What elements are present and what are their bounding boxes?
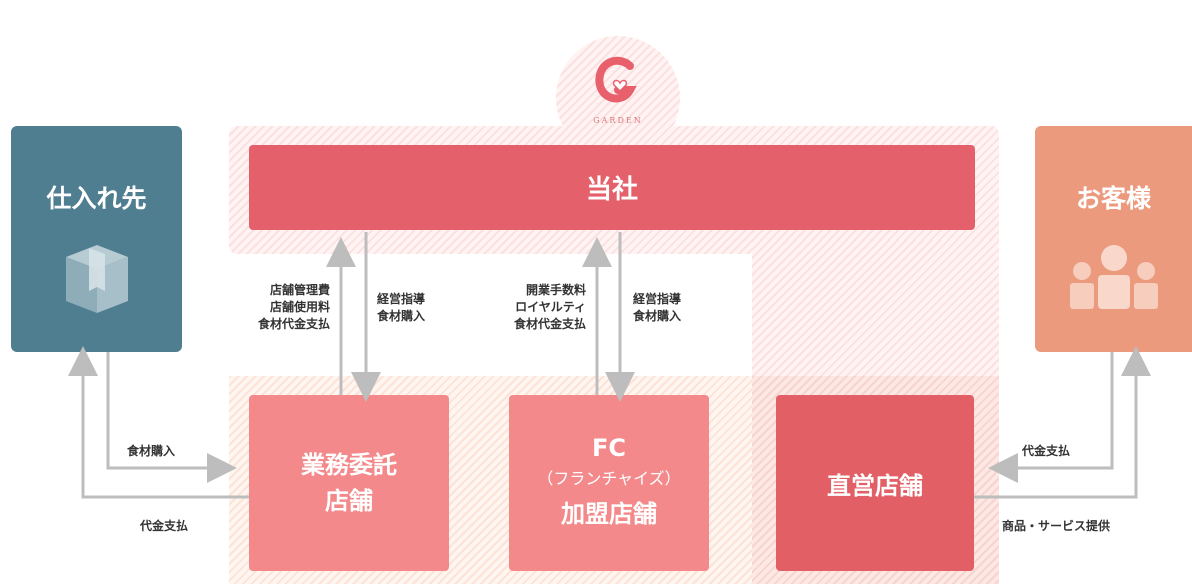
direct-region-link	[752, 240, 999, 380]
consign-up-line1: 店舗管理費	[269, 283, 330, 297]
direct-store-label: 直営店舗	[827, 471, 923, 500]
customer-label: お客様	[1075, 184, 1151, 213]
fc-down-line2: 食材購入	[633, 309, 682, 323]
garden-logo-icon	[595, 56, 637, 103]
direct-store-box: 直営店舗	[776, 395, 974, 571]
franchise-store-box: FC （フランチャイズ） 加盟店舗	[509, 395, 709, 571]
consignment-store-box: 業務委託 店舗	[249, 395, 449, 571]
supplier-in-label: 食材購入	[127, 444, 176, 458]
customer-service-label: 商品・サービス提供	[1002, 519, 1111, 533]
logo-brand-text: GARDEN	[593, 116, 643, 125]
customer-pay-label: 代金支払	[1022, 444, 1071, 458]
fc-down-line1: 経営指導	[633, 292, 682, 306]
supplier-box: 仕入れ先	[11, 126, 182, 352]
customer-box: お客様	[1035, 126, 1192, 352]
consign-down-line1: 経営指導	[377, 292, 426, 306]
consign-up-label: 店舗管理費 店舗使用料 食材代金支払	[258, 282, 330, 333]
supplier-label: 仕入れ先	[46, 184, 147, 213]
consignment-line1: 業務委託	[301, 451, 397, 479]
fc-up-line2: ロイヤルティ	[515, 300, 586, 314]
company-label: 当社	[585, 175, 638, 205]
people-icon	[1069, 245, 1158, 309]
consign-down-label: 経営指導 食材購入	[377, 291, 425, 325]
company-box: 当社	[249, 145, 975, 230]
consignment-line2: 店舗	[325, 487, 373, 515]
box-icon	[65, 245, 128, 313]
supplier-pay-label: 代金支払	[140, 519, 189, 533]
fc-up-label: 開業手数料 ロイヤルティ 食材代金支払	[514, 282, 586, 333]
consign-down-line2: 食材購入	[377, 309, 426, 323]
franchise-line2: （フランチャイズ）	[537, 469, 681, 488]
consign-up-line3: 食材代金支払	[257, 317, 330, 331]
franchise-line3: 加盟店舗	[561, 500, 657, 528]
consign-up-line2: 店舗使用料	[269, 300, 330, 314]
fc-up-line3: 食材代金支払	[513, 317, 586, 331]
fc-up-line1: 開業手数料	[525, 283, 586, 297]
fc-down-label: 経営指導 食材購入	[633, 291, 681, 325]
franchise-line1: FC	[591, 434, 626, 462]
